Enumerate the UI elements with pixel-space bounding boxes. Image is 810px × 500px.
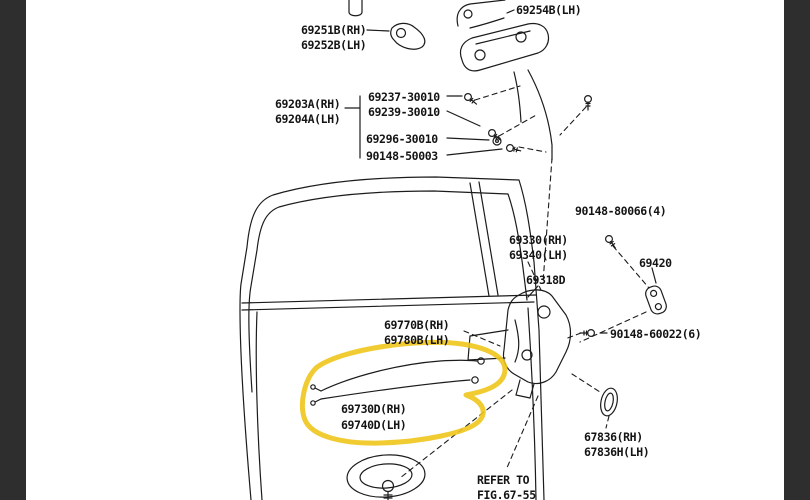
part-label-69296: 69296-30010	[366, 132, 438, 146]
part-label-69251b: 69251B(RH)	[301, 23, 367, 37]
part-label-67836: 67836(RH)	[584, 430, 643, 444]
handle-69254	[456, 0, 515, 29]
part-label-90148-50003: 90148-50003	[366, 149, 438, 163]
part-label-69330: 69330(RH)	[509, 233, 568, 247]
part-label-69780b: 69780B(LH)	[384, 333, 450, 347]
inside-handle-69251	[366, 22, 426, 50]
part-label-67836h: 67836H(LH)	[584, 445, 650, 459]
door-outline	[239, 176, 545, 500]
part-label-69318d: 69318D	[526, 273, 566, 287]
leader-lines	[344, 95, 657, 334]
part-label-69252b: 69252B(LH)	[301, 38, 367, 52]
bottom-bolt	[381, 479, 395, 500]
part-label-69203a: 69203A(RH)	[275, 97, 341, 111]
grommet-67836	[600, 387, 618, 417]
part-label-69730d: 69730D(RH)	[341, 402, 407, 416]
outside-handle-assembly	[459, 22, 553, 161]
part-label-69254b: 69254B(LH)	[516, 3, 582, 17]
refer-note-line2: FIG.67-55	[477, 488, 536, 500]
door-lock-cables	[310, 357, 485, 406]
part-label-69237: 69237-30010	[368, 90, 440, 104]
part-label-69740d: 69740D(LH)	[341, 418, 407, 432]
part-label-69204a: 69204A(LH)	[275, 112, 341, 126]
fastener-icons	[463, 92, 616, 338]
part-label-69239: 69239-30010	[368, 105, 440, 119]
part-label-69770b: 69770B(RH)	[384, 318, 450, 332]
left-border-bar	[0, 0, 26, 500]
top-cut-part	[348, 0, 363, 17]
right-border-bar	[784, 0, 810, 500]
dashed-lines	[399, 85, 650, 479]
part-label-90148-60022: 90148-60022(6)	[610, 327, 702, 341]
lock-assembly	[467, 289, 572, 399]
highlight-loop	[300, 339, 508, 446]
striker-69420	[645, 285, 667, 315]
refer-note-line1: REFER TO	[477, 473, 530, 487]
part-label-69420: 69420	[639, 256, 672, 270]
part-label-69340: 69340(LH)	[509, 248, 568, 262]
part-label-90148-80066: 90148-80066(4)	[575, 204, 667, 218]
